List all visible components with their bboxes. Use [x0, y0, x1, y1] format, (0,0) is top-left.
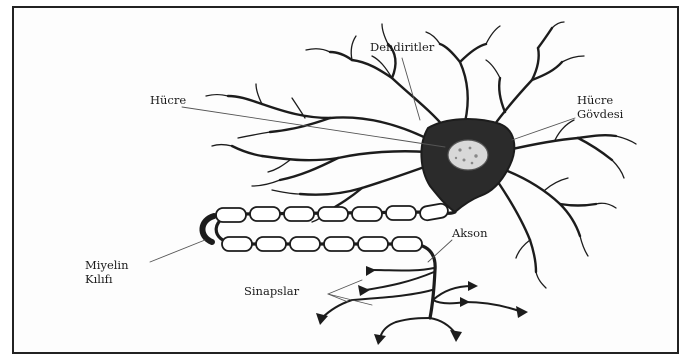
label-myelin-line2: Kılıfı	[85, 272, 129, 286]
label-synapses: Sinapslar	[244, 284, 299, 298]
axon	[216, 212, 455, 318]
label-dendrites: Dendiritler	[370, 40, 434, 54]
label-cell-body-line2: Gövdesi	[577, 107, 623, 121]
nucleus	[448, 140, 488, 170]
label-cell-body-line1: Hücre	[577, 93, 623, 107]
label-myelin-sheath: Miyelin Kılıfı	[85, 258, 129, 286]
label-nucleus: Hücre	[150, 93, 186, 107]
axon-terminals	[322, 268, 522, 338]
myelin-sheath	[202, 203, 449, 251]
label-cell-body: Hücre Gövdesi	[577, 93, 623, 121]
label-myelin-line1: Miyelin	[85, 258, 129, 272]
label-axon: Akson	[452, 226, 488, 240]
dendrites	[228, 28, 562, 210]
